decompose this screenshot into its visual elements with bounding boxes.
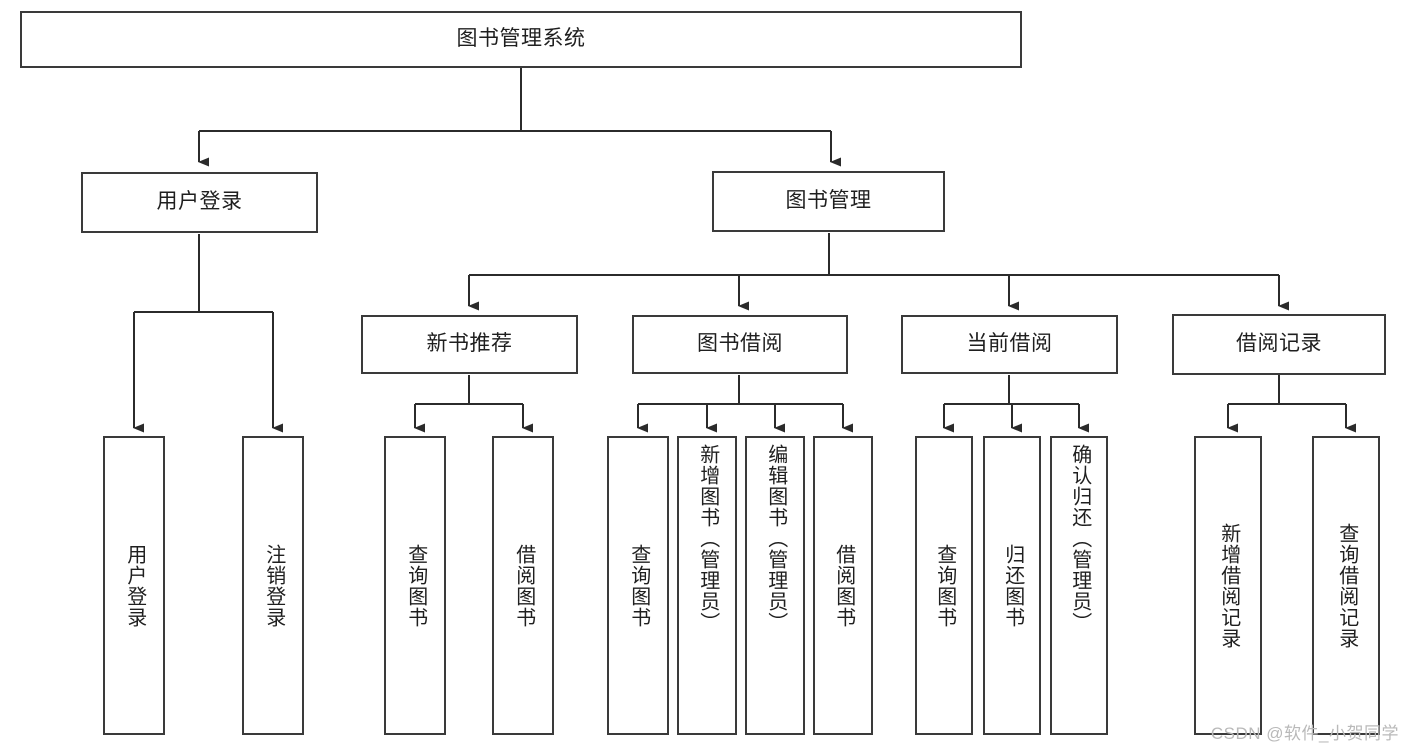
- node-leaf-records-add[interactable]: 新增借阅记录: [1194, 436, 1262, 735]
- node-borrow-records[interactable]: 借阅记录: [1172, 314, 1386, 375]
- node-leaf-newbook-borrow-label: 借阅图书: [512, 543, 535, 628]
- node-leaf-user-logout[interactable]: 注销登录: [242, 436, 304, 735]
- node-user-login-label: 用户登录: [156, 190, 243, 214]
- node-leaf-records-query-label: 查询借阅记录: [1335, 522, 1358, 649]
- node-book-borrow-label: 图书借阅: [697, 332, 783, 356]
- node-leaf-newbook-borrow[interactable]: 借阅图书: [492, 436, 554, 735]
- node-leaf-user-logout-label: 注销登录: [262, 543, 285, 628]
- node-leaf-current-confirm-label: 确认归还（管理员）: [1068, 444, 1091, 633]
- node-new-book-recommend-label: 新书推荐: [426, 332, 513, 356]
- node-current-borrow-label: 当前借阅: [966, 332, 1053, 356]
- node-leaf-records-add-label: 新增借阅记录: [1217, 522, 1240, 649]
- node-root[interactable]: 图书管理系统: [20, 11, 1022, 68]
- node-leaf-borrow-query[interactable]: 查询图书: [607, 436, 669, 735]
- node-root-label: 图书管理系统: [456, 27, 586, 51]
- csdn-watermark: CSDN @软件_小贺同学: [1210, 724, 1399, 743]
- node-borrow-records-label: 借阅记录: [1236, 332, 1322, 356]
- node-current-borrow[interactable]: 当前借阅: [901, 315, 1118, 374]
- node-leaf-current-return[interactable]: 归还图书: [983, 436, 1041, 735]
- node-user-login[interactable]: 用户登录: [81, 172, 318, 233]
- node-leaf-borrow-query-label: 查询图书: [627, 543, 650, 628]
- node-leaf-current-query-label: 查询图书: [933, 543, 956, 628]
- node-leaf-borrow-borrow[interactable]: 借阅图书: [813, 436, 873, 735]
- node-leaf-user-login[interactable]: 用户登录: [103, 436, 165, 735]
- node-leaf-borrow-edit[interactable]: 编辑图书（管理员）: [745, 436, 805, 735]
- node-book-management-label: 图书管理: [785, 189, 872, 213]
- node-leaf-user-login-label: 用户登录: [123, 543, 146, 628]
- node-leaf-current-query[interactable]: 查询图书: [915, 436, 973, 735]
- node-leaf-newbook-query[interactable]: 查询图书: [384, 436, 446, 735]
- node-leaf-records-query[interactable]: 查询借阅记录: [1312, 436, 1380, 735]
- node-new-book-recommend[interactable]: 新书推荐: [361, 315, 578, 374]
- node-book-borrow[interactable]: 图书借阅: [632, 315, 848, 374]
- node-leaf-current-confirm[interactable]: 确认归还（管理员）: [1050, 436, 1108, 735]
- node-leaf-current-return-label: 归还图书: [1001, 543, 1024, 628]
- node-leaf-borrow-add[interactable]: 新增图书（管理员）: [677, 436, 737, 735]
- node-book-management[interactable]: 图书管理: [712, 171, 945, 232]
- node-leaf-borrow-edit-label: 编辑图书（管理员）: [764, 444, 787, 633]
- node-leaf-newbook-query-label: 查询图书: [404, 543, 427, 628]
- node-leaf-borrow-add-label: 新增图书（管理员）: [696, 444, 719, 633]
- node-leaf-borrow-borrow-label: 借阅图书: [832, 543, 855, 628]
